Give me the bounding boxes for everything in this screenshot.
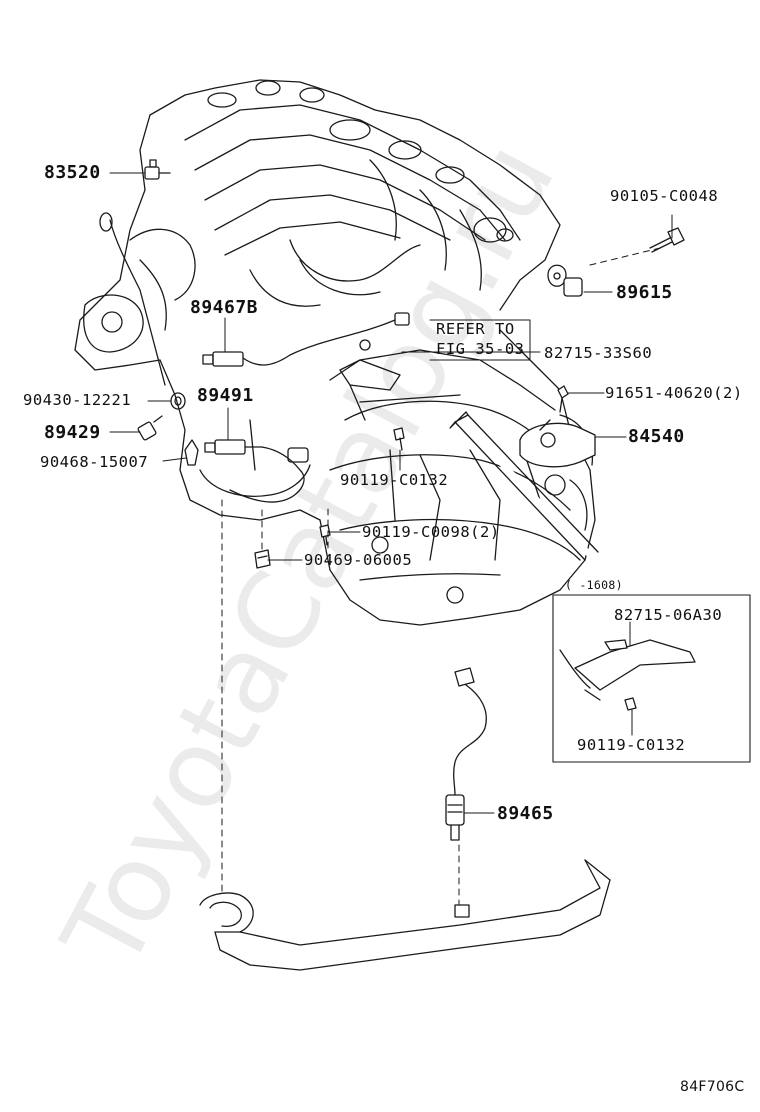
callout-90119-c0098: 90119-C0098(2) — [362, 523, 500, 541]
part-91651-drawing — [557, 385, 569, 413]
callout-82715-33s60: 82715-33S60 — [544, 344, 653, 362]
callout-90468-15007: 90468-15007 — [40, 453, 149, 471]
inset-range: ( -1608) — [565, 578, 623, 592]
part-89491-drawing — [204, 439, 263, 455]
refer-to-line2: FIG 35-03 — [436, 340, 525, 358]
callout-90469-06005: 90469-06005 — [304, 551, 413, 569]
callout-89615: 89615 — [616, 282, 673, 303]
exhaust-pipe-drawing — [199, 859, 611, 971]
part-82715-33s60-drawing — [339, 339, 461, 421]
leader-lines — [109, 172, 673, 814]
part-90469-drawing — [254, 549, 271, 569]
part-90119-c0132-drawing — [393, 427, 405, 451]
callout-89429: 89429 — [44, 422, 101, 443]
part-89467b-drawing — [202, 312, 410, 367]
callout-90119-c0132: 90119-C0132 — [340, 471, 449, 489]
part-89465-drawing — [445, 667, 487, 841]
part-89429-drawing — [137, 415, 163, 441]
callout-89465: 89465 — [497, 803, 554, 824]
inset-callout-82715-06a30: 82715-06A30 — [614, 606, 723, 624]
part-90105-drawing — [649, 227, 685, 253]
callout-83520: 83520 — [44, 162, 101, 183]
dashed-lines — [221, 247, 661, 906]
figure-code: 84F706C — [680, 1079, 745, 1095]
part-89615-drawing — [547, 264, 583, 297]
callout-89467b: 89467B — [190, 297, 259, 318]
refer-to-line1: REFER TO — [436, 320, 515, 338]
callout-91651-40620: 91651-40620(2) — [605, 384, 743, 402]
inset-callout-90119-c0132: 90119-C0132 — [577, 736, 686, 754]
callout-89491: 89491 — [197, 385, 254, 406]
inset-box — [552, 594, 751, 763]
wire-harness-drawing — [229, 446, 309, 503]
callout-90105-c0048: 90105-C0048 — [610, 187, 719, 205]
engine-block-drawing — [74, 79, 599, 626]
part-83520-drawing — [144, 159, 171, 180]
callout-90430-12221: 90430-12221 — [23, 391, 132, 409]
callout-84540: 84540 — [628, 426, 685, 447]
part-90468-drawing — [184, 439, 199, 466]
part-84540-drawing — [519, 419, 596, 468]
